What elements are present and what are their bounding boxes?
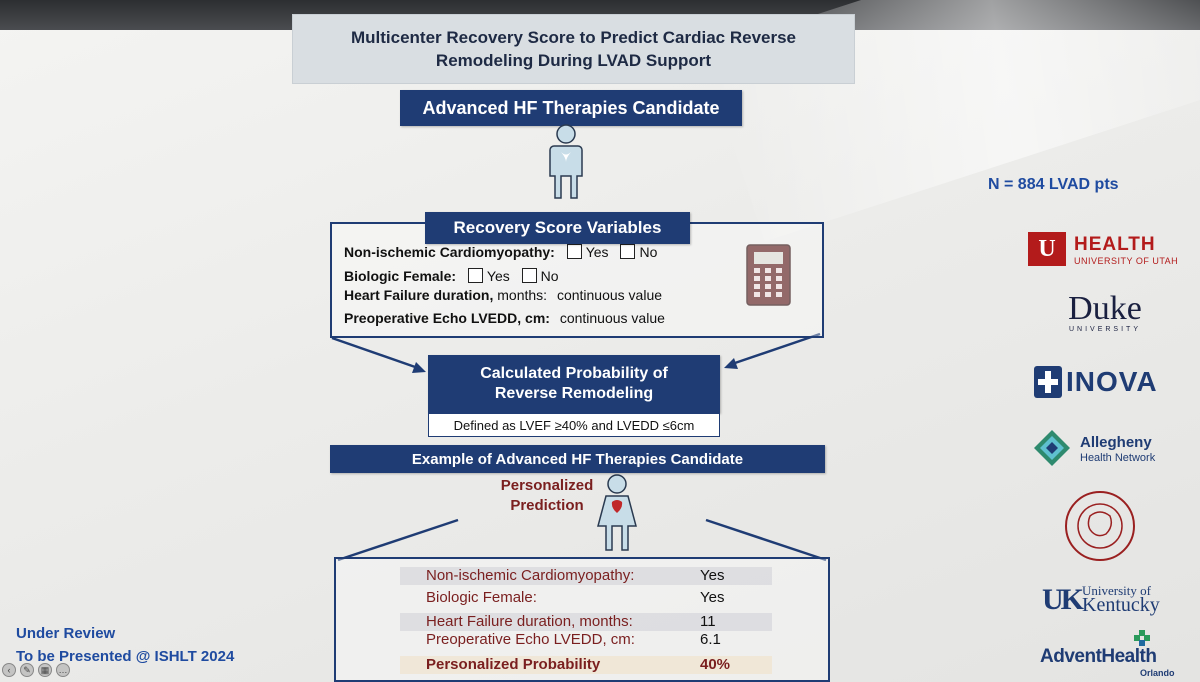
allegheny-sub: Health Network (1080, 452, 1156, 464)
example-row-value: Yes (700, 589, 725, 606)
duke-sub: UNIVERSITY (1068, 326, 1141, 333)
example-row-value: 11 (700, 613, 716, 630)
utah-name: HEALTH (1074, 234, 1156, 255)
utah-u-mark: U (1028, 232, 1066, 266)
louisville-seal (1065, 491, 1135, 561)
calculator-icon (746, 244, 791, 306)
var-female: Biologic Female: Yes No (344, 268, 559, 284)
var-nicm: Non-ischemic Cardiomyopathy: Yes No (344, 244, 657, 260)
calc-line-2: Reverse Remodeling (494, 385, 654, 402)
advent-sub: Orlando (1140, 668, 1175, 678)
person-icon (549, 124, 583, 199)
duke-name: Duke (1068, 290, 1142, 327)
review-line-1: Under Review (16, 625, 116, 642)
review-note: Under Review To be Presented @ ISHLT 202… (16, 622, 234, 668)
inova-name: INOVA (1066, 366, 1158, 397)
utah-sub: UNIVERSITY OF UTAH (1074, 256, 1179, 266)
example-row-label: Preoperative Echo LVEDD, cm: (426, 631, 635, 648)
female-person-icon (597, 474, 637, 551)
nicm-yes-checkbox[interactable] (566, 244, 582, 259)
arrow-right (724, 332, 821, 369)
pers-line-2: Prediction (510, 497, 584, 514)
female-no-label: No (540, 268, 559, 284)
definition-box: Defined as LVEF ≥40% and LVEDD ≤6cm (428, 413, 720, 437)
presentation-controls: ‹ ✎ ▦ … (2, 660, 70, 680)
arrow-left (331, 336, 426, 373)
slide-title: Multicenter Recovery Score to Predict Ca… (292, 14, 855, 84)
nicm-no-checkbox[interactable] (620, 244, 636, 259)
uky-name-line-2: Kentucky (1082, 594, 1160, 616)
advent-name: AdventHealth (1040, 646, 1157, 667)
female-yes-checkbox[interactable] (467, 268, 483, 283)
title-line-2: Remodeling During LVAD Support (435, 51, 712, 70)
example-row: Preoperative Echo LVEDD, cm: 6.1 (400, 631, 772, 649)
var-echo-unit: cm: (525, 310, 550, 326)
var-nicm-label: Non-ischemic Cardiomyopathy: (344, 244, 555, 260)
calculated-probability-box: Calculated Probability of Reverse Remode… (428, 355, 720, 413)
pen-icon[interactable]: ✎ (20, 663, 34, 677)
uk-mark: UK (1042, 583, 1084, 616)
example-row-value: 6.1 (700, 631, 721, 648)
slides-grid-icon[interactable]: ▦ (38, 663, 52, 677)
pers-line-1: Personalized (500, 477, 594, 494)
allegheny-mark (1034, 430, 1070, 466)
example-row-label: Personalized Probability (426, 656, 601, 673)
female-no-checkbox[interactable] (521, 268, 537, 283)
example-row: Biologic Female: Yes (400, 589, 772, 607)
n-patients: N = 884 LVAD pts (988, 176, 1119, 193)
example-row-label: Non-ischemic Cardiomyopathy: (426, 567, 635, 584)
review-line-2: To be Presented @ ISHLT 2024 (16, 648, 235, 665)
spread-line-left (337, 518, 459, 562)
variables-box: Non-ischemic Cardiomyopathy: Yes No Biol… (330, 222, 824, 338)
example-row-value: Yes (700, 567, 725, 584)
inova-cross-icon (1034, 366, 1062, 398)
var-echo-label: Preoperative Echo LVEDD, (344, 310, 522, 326)
personalized-probability-row: Personalized Probability 40% (400, 656, 772, 674)
var-hf-unit: months: (497, 287, 548, 303)
var-echo-value: continuous value (559, 310, 665, 326)
female-yes-label: Yes (486, 268, 510, 284)
example-row-label: Heart Failure duration, months: (426, 613, 633, 630)
nicm-yes-label: Yes (585, 244, 609, 260)
title-line-1: Multicenter Recovery Score to Predict Ca… (350, 28, 797, 47)
example-row: Non-ischemic Cardiomyopathy: Yes (400, 567, 772, 585)
more-options-icon[interactable]: … (56, 663, 70, 677)
var-echo: Preoperative Echo LVEDD, cm: continuous … (344, 310, 665, 326)
prev-slide-icon[interactable]: ‹ (2, 663, 16, 677)
allegheny-name: Allegheny (1080, 434, 1152, 451)
example-row-value: 40% (700, 656, 731, 673)
personalized-prediction-label: Personalized Prediction (487, 476, 607, 516)
example-row-label: Biologic Female: (426, 589, 537, 606)
example-banner: Example of Advanced HF Therapies Candida… (330, 445, 825, 473)
var-hf-value: continuous value (556, 287, 663, 303)
var-female-label: Biologic Female: (344, 268, 457, 284)
example-result-box: Non-ischemic Cardiomyopathy: Yes Biologi… (334, 557, 830, 682)
example-row: Heart Failure duration, months: 11 (400, 613, 772, 631)
variables-heading: Recovery Score Variables (425, 212, 690, 244)
calc-line-1: Calculated Probability of (480, 365, 668, 382)
candidate-banner: Advanced HF Therapies Candidate (400, 90, 742, 126)
logo-duke: Duke UNIVERSITY (1055, 290, 1155, 334)
uky-name-line-1: University of (1082, 583, 1151, 598)
advent-mark (1134, 630, 1150, 646)
nicm-no-label: No (639, 244, 658, 260)
var-hf-label: Heart Failure duration, (344, 287, 494, 303)
spread-line-right (705, 518, 827, 562)
var-hf-duration: Heart Failure duration, months: continuo… (344, 287, 662, 303)
